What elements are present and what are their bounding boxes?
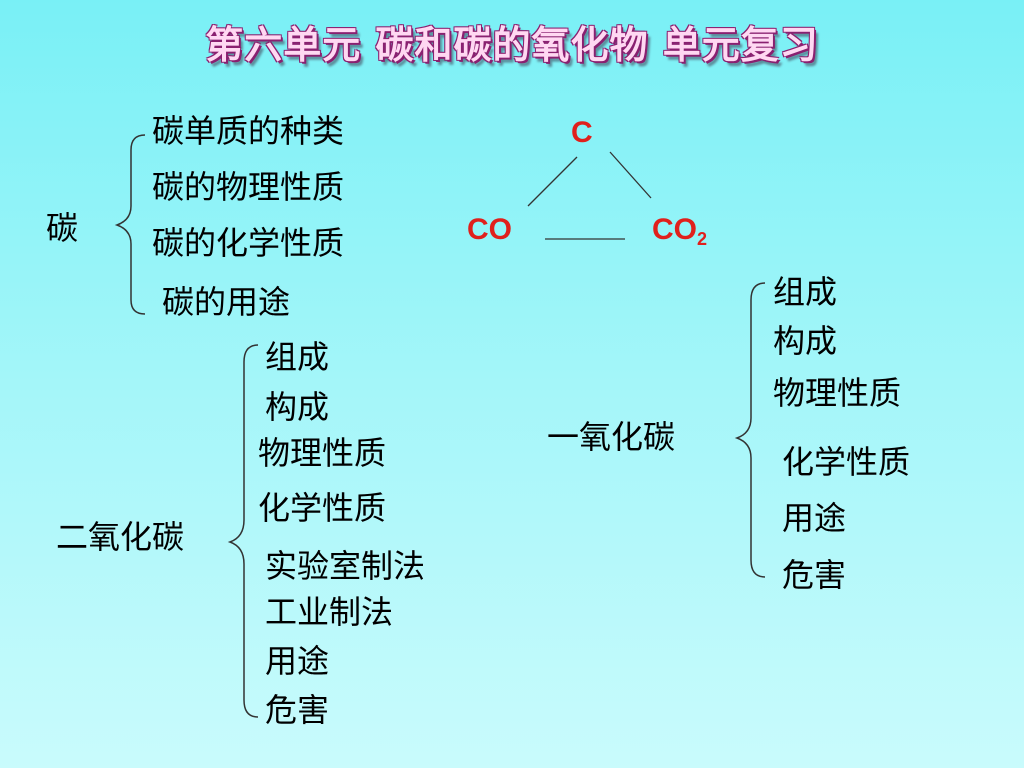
triangle-c: C xyxy=(571,116,593,149)
co2-item-chemical: 化学性质 xyxy=(258,489,387,527)
triangle-co: CO xyxy=(467,213,512,246)
carbon-item-physical: 碳的物理性质 xyxy=(152,168,345,206)
page-title: 第六单元 碳和碳的氧化物 单元复习 xyxy=(205,22,819,67)
co-item-hazards: 危害 xyxy=(782,556,847,594)
triangle-line-c-co2 xyxy=(609,151,652,199)
carbon-bracket xyxy=(114,134,146,315)
co2-item-industrial-prep: 工业制法 xyxy=(265,593,394,631)
triangle-line-c-co xyxy=(527,156,578,207)
carbon-item-chemical: 碳的化学性质 xyxy=(152,224,345,262)
co2-item-structure: 构成 xyxy=(265,388,330,426)
triangle-co2: CO2 xyxy=(652,213,708,249)
co2-bracket xyxy=(227,344,259,718)
carbon-item-types: 碳单质的种类 xyxy=(152,112,345,150)
co2-label: 二氧化碳 xyxy=(56,518,185,556)
co2-item-composition: 组成 xyxy=(265,338,330,376)
co-bracket xyxy=(734,282,766,578)
co-label: 一氧化碳 xyxy=(547,418,676,456)
co2-item-uses: 用途 xyxy=(265,642,330,680)
co-item-uses: 用途 xyxy=(782,499,847,537)
co-item-structure: 构成 xyxy=(773,322,838,360)
carbon-item-uses: 碳的用途 xyxy=(162,283,291,321)
carbon-label: 碳 xyxy=(46,209,79,247)
co2-item-lab-prep: 实验室制法 xyxy=(265,547,426,585)
co2-item-physical: 物理性质 xyxy=(258,434,387,472)
co-item-composition: 组成 xyxy=(773,273,838,311)
co2-item-hazards: 危害 xyxy=(265,691,330,729)
co-item-physical: 物理性质 xyxy=(773,374,902,412)
co-item-chemical: 化学性质 xyxy=(782,443,911,481)
